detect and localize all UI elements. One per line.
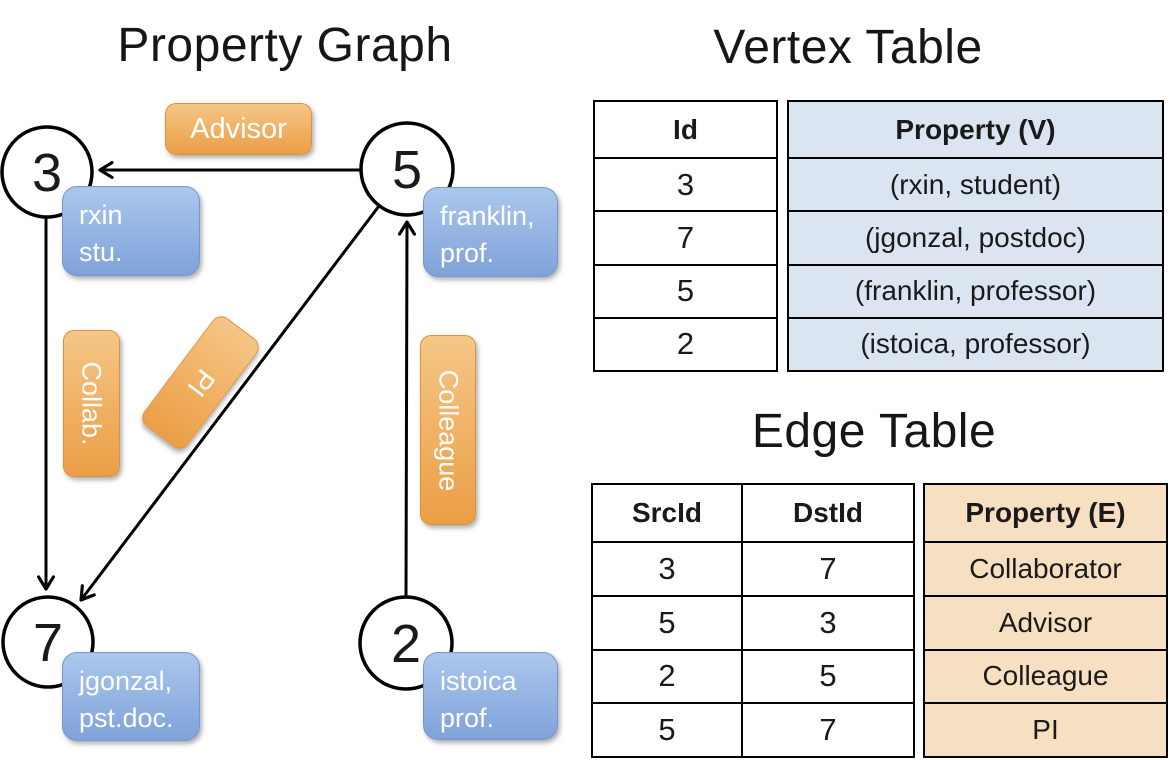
edge-table-property-cell: Advisor	[925, 594, 1166, 649]
edge-table-property-cell: Colleague	[925, 648, 1166, 703]
edge-table-property-column: Property (E) Collaborator Advisor Collea…	[923, 483, 1168, 758]
node-7-property-line2: pst.doc.	[79, 702, 174, 733]
vertex-table-id-cell: 5	[595, 263, 776, 317]
edge-label-collab: Collab.	[63, 330, 120, 477]
node-2-property-badge: istoica prof.	[423, 652, 558, 740]
edge-table-title: Edge Table	[751, 405, 997, 458]
vertex-table-id-column: Id 3 7 5 2	[593, 100, 778, 372]
vertex-node-5-id: 5	[392, 140, 422, 200]
vertex-table-property-column: Property (V) (rxin, student) (jgonzal, p…	[787, 100, 1164, 372]
vertex-table-title: Vertex Table	[713, 21, 983, 74]
edge-table-dstid-cell: 3	[741, 594, 913, 649]
edge-table-dstid-cell: 5	[741, 648, 913, 703]
vertex-table-id-cell: 2	[595, 316, 776, 370]
vertex-table-property-cell: (jgonzal, postdoc)	[789, 210, 1162, 264]
edge-label-advisor: Advisor	[165, 103, 312, 155]
node-5-property-line1: franklin,	[440, 201, 535, 231]
vertex-table-property-cell: (istoica, professor)	[789, 316, 1162, 370]
property-graph-title: Property Graph	[117, 19, 453, 72]
node-3-property-badge: rxin stu.	[62, 186, 200, 276]
edge-table-dstid-cell: 7	[741, 702, 913, 756]
node-2-property-line2: prof.	[440, 702, 495, 733]
edge-table-dstid-cell: 7	[741, 541, 913, 595]
edge-label-colleague: Colleague	[420, 335, 476, 525]
vertex-table-id-cell: 3	[595, 157, 776, 210]
edge-table-header-dstid: DstId	[741, 485, 913, 541]
edge-table-property-cell: Collaborator	[925, 541, 1166, 595]
edge-table-srcid-cell: 5	[593, 594, 741, 649]
edge-table-srcid-cell: 5	[593, 702, 741, 756]
node-3-property-line1: rxin	[79, 200, 123, 230]
edge-table-id-columns: SrcId DstId 3 7 5 3 2 5 5 7	[591, 483, 915, 758]
vertex-table-header-id: Id	[673, 113, 698, 145]
node-7-property-line1: jgonzal,	[79, 666, 173, 696]
vertex-node-3-id: 3	[32, 143, 62, 203]
node-5-property-line2: prof.	[440, 237, 495, 268]
edge-table-srcid-cell: 3	[593, 541, 741, 595]
vertex-table-header-property: Property (V)	[789, 102, 1162, 157]
node-7-property-badge: jgonzal, pst.doc.	[62, 652, 200, 741]
edge-table-header-srcid: SrcId	[631, 497, 703, 528]
vertex-table-property-cell: (franklin, professor)	[789, 263, 1162, 317]
edge-table-srcid-cell: 2	[593, 648, 741, 703]
vertex-node-2-id: 2	[391, 614, 421, 674]
edge-label-pi-text: PI	[181, 363, 221, 403]
edge-table-header-property: Property (E)	[925, 485, 1166, 541]
vertex-node-7-id: 7	[33, 613, 63, 673]
vertex-table-property-cell: (rxin, student)	[789, 157, 1162, 211]
edge-label-advisor-text: Advisor	[190, 112, 287, 145]
edge-colleague-2-to-5	[397, 220, 416, 598]
node-5-property-badge: franklin, prof.	[423, 187, 558, 277]
edge-label-colleague-text: Colleague	[433, 369, 464, 491]
node-3-property-line2: stu.	[79, 236, 123, 267]
edge-label-collab-text: Collab.	[77, 361, 108, 446]
vertex-table-id-cell: 7	[595, 210, 776, 263]
node-2-property-line1: istoica	[440, 666, 517, 696]
edge-table-property-cell: PI	[925, 702, 1166, 756]
edge-pi-5-to-7	[79, 205, 381, 602]
